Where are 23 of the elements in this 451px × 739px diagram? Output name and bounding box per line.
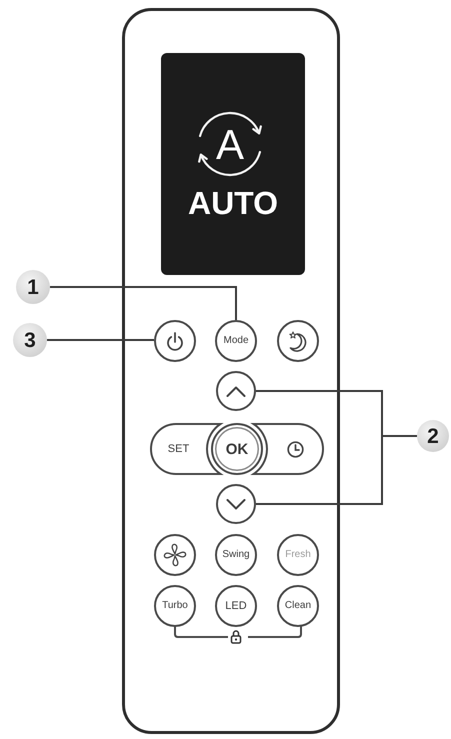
round-button: LED <box>215 585 257 627</box>
callout-number: 1 <box>16 270 50 304</box>
fan-button <box>154 534 196 576</box>
mode-letter: A <box>216 124 244 166</box>
callout-number: 3 <box>13 323 47 357</box>
round-button: Swing <box>215 534 257 576</box>
round-button: Mode <box>215 320 257 362</box>
leader-line <box>47 339 154 341</box>
power-button <box>154 320 196 362</box>
callout-number: 2 <box>417 420 449 452</box>
display-screen <box>161 53 305 275</box>
leader-line <box>256 435 417 505</box>
up-button <box>216 371 256 411</box>
down-button <box>216 484 256 524</box>
mode-text: AUTO <box>188 187 278 219</box>
pill-button: SET <box>150 423 222 475</box>
round-button: OK <box>211 423 263 475</box>
leader-line <box>50 286 237 320</box>
sleep-button <box>277 320 319 362</box>
timer-button <box>252 423 324 475</box>
round-button: Turbo <box>154 585 196 627</box>
round-button: Clean <box>277 585 319 627</box>
round-button: Fresh <box>277 534 319 576</box>
